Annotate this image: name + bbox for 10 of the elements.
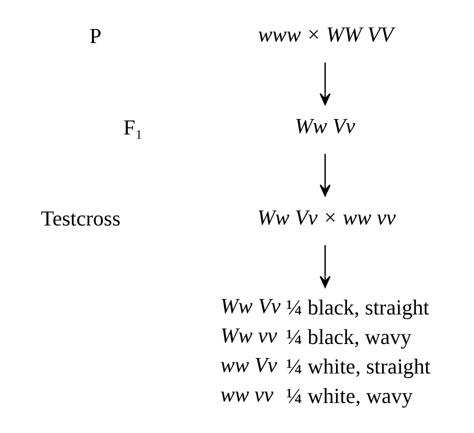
arrow	[319, 154, 330, 196]
node-text: Ww Vv × ww vv	[256, 205, 396, 230]
label: F₁	[122, 115, 142, 140]
node-text: Ww Vv	[294, 114, 355, 138]
node-text: www × WW VV	[257, 22, 394, 47]
label: P	[89, 24, 101, 48]
arrow	[319, 245, 330, 288]
arrow	[319, 62, 330, 106]
label: Testcross	[40, 206, 120, 231]
node-text: Ww Vv ¼ black, straight Ww vv ¼ black, wavy ww Vv ¼ white, straight ww vv ¼ white, wavy	[220, 294, 430, 408]
